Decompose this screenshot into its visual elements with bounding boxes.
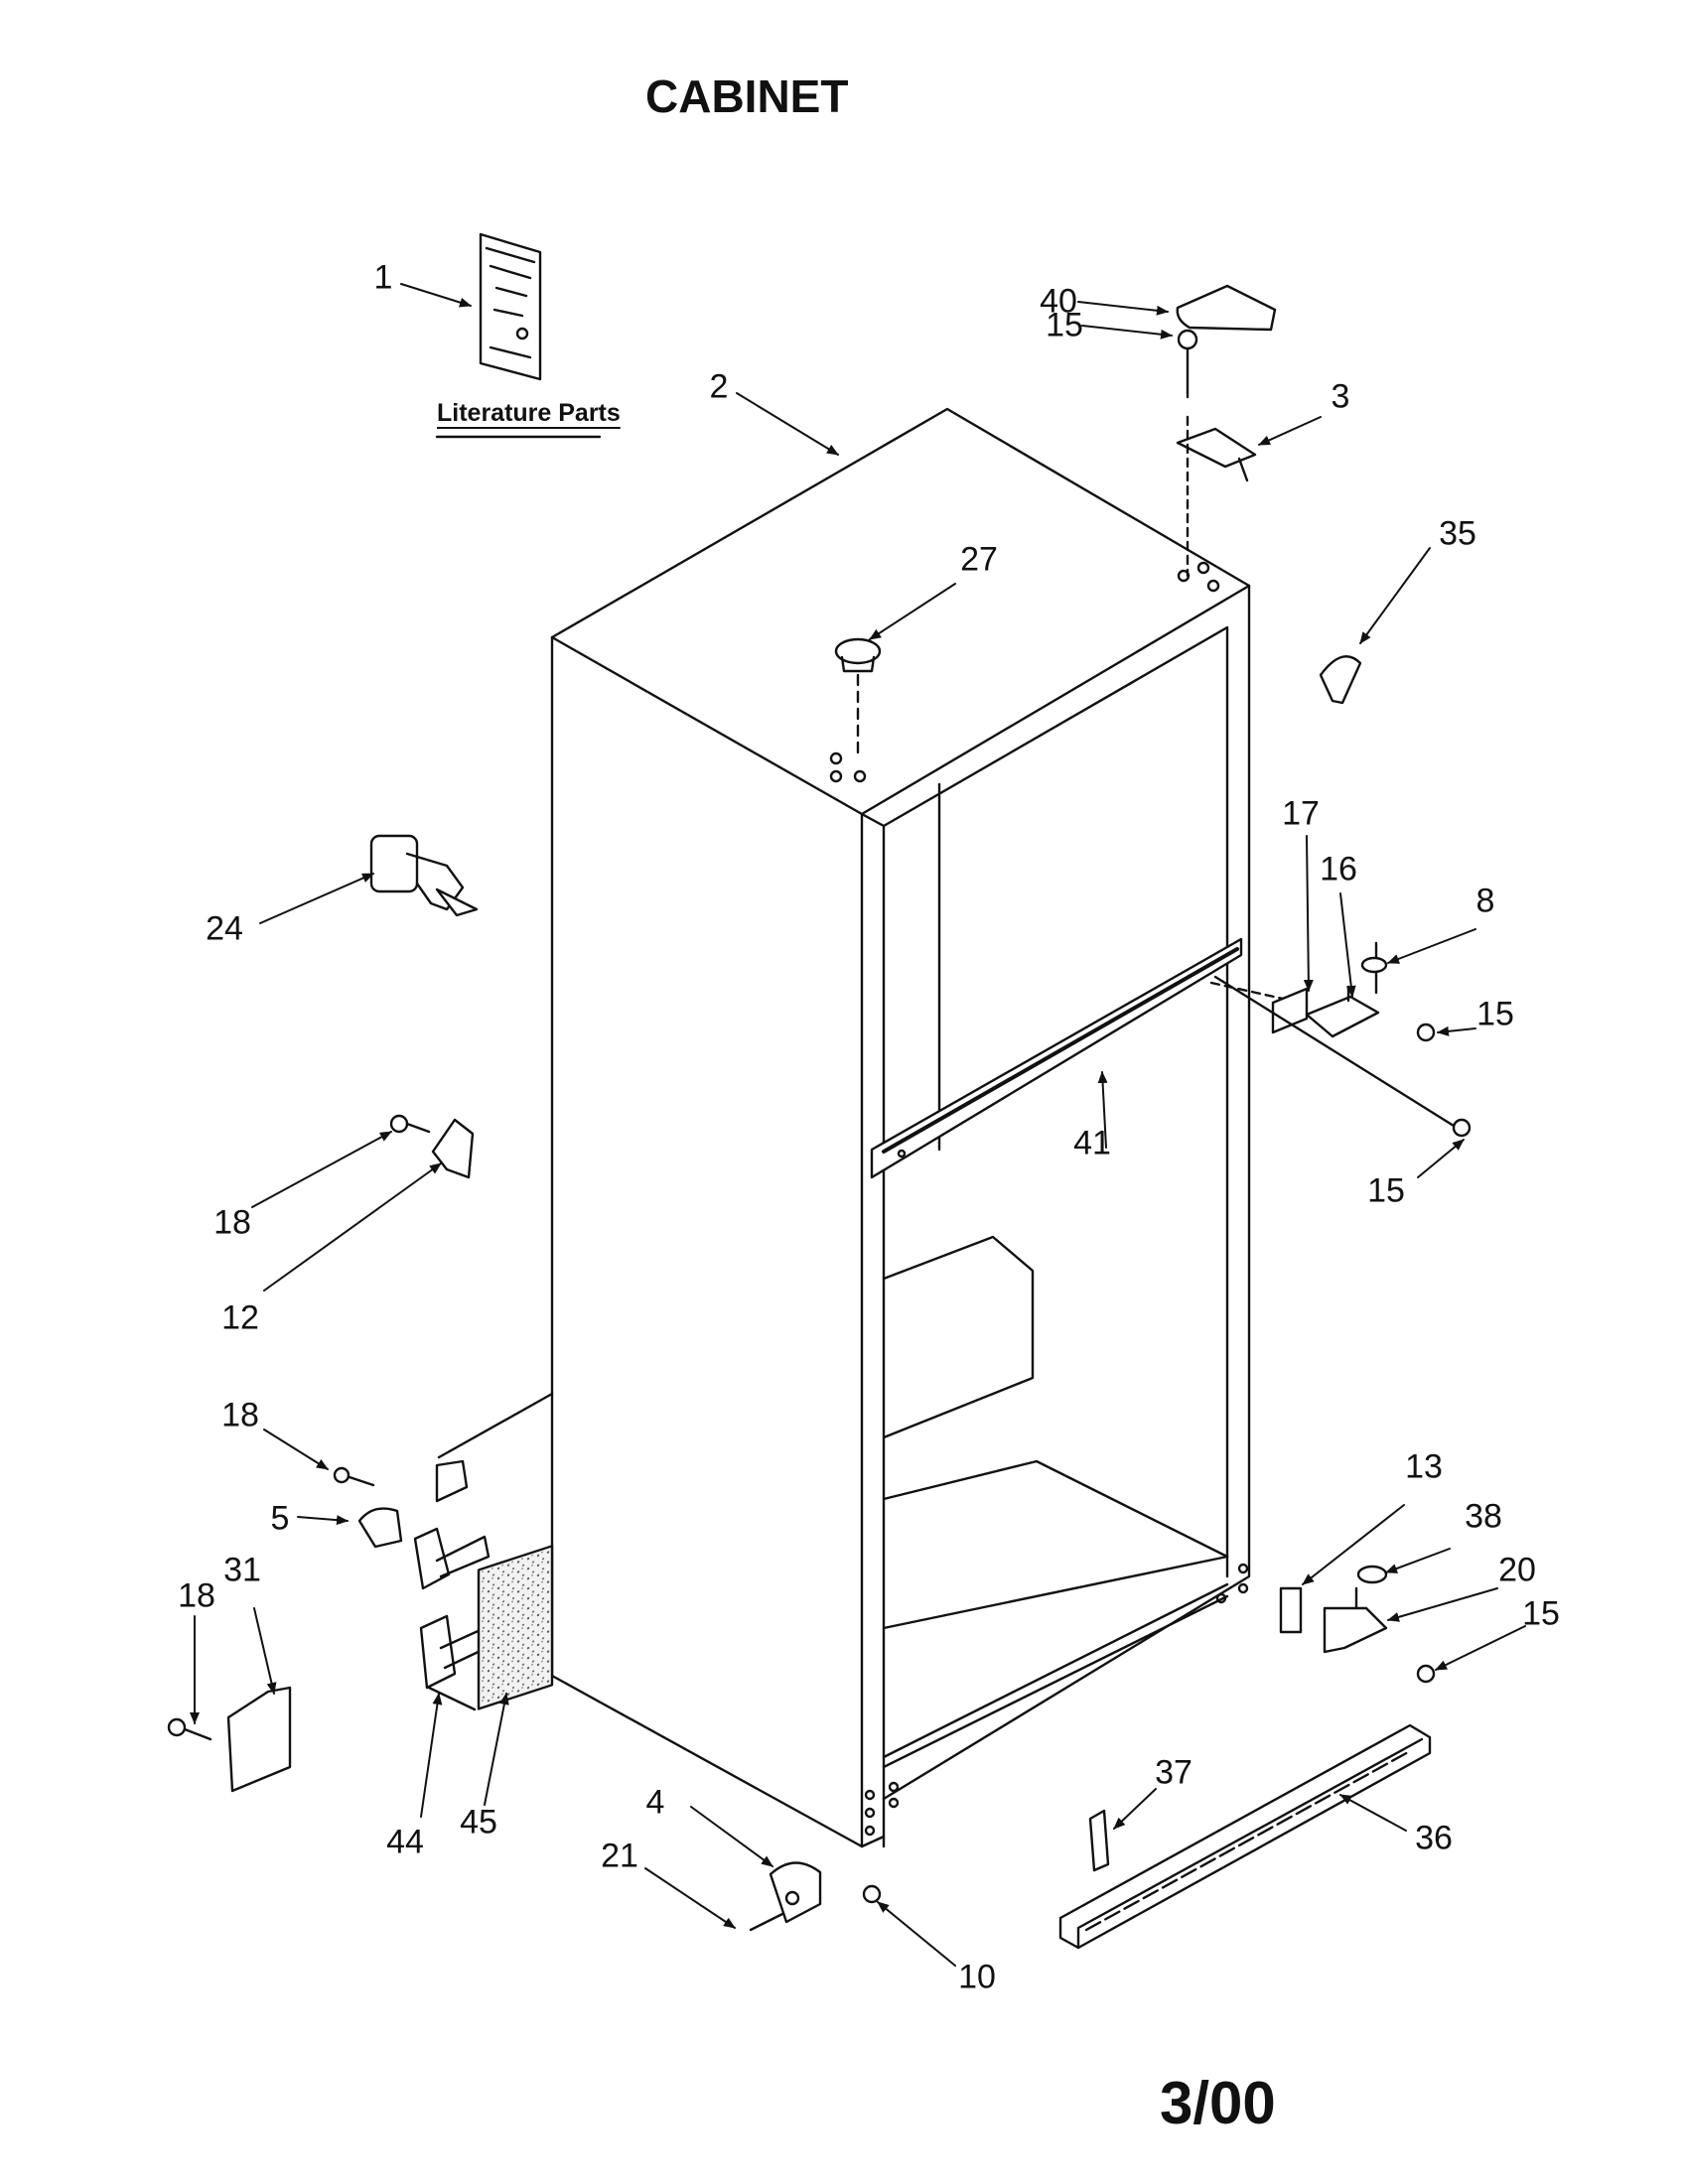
callout-20: 20 xyxy=(1498,1551,1536,1589)
callout-37: 37 xyxy=(1155,1753,1193,1792)
callout-24: 24 xyxy=(206,909,243,948)
callout-17: 17 xyxy=(1282,794,1320,833)
page-title: CABINET xyxy=(645,70,849,122)
callout-41: 41 xyxy=(1073,1124,1111,1162)
callout-15: 15 xyxy=(1046,306,1083,344)
clip-part xyxy=(1319,655,1362,705)
callout-10: 10 xyxy=(958,1958,996,1996)
upper-left-hinge xyxy=(389,1114,475,1179)
callout-45: 45 xyxy=(460,1803,497,1842)
divider-rail xyxy=(870,937,1243,1179)
callout-18b: 18 xyxy=(221,1396,259,1434)
callout-5: 5 xyxy=(270,1499,290,1538)
callout-15b: 15 xyxy=(1476,995,1514,1033)
lower-left-hinge xyxy=(333,1392,554,1711)
callout-4: 4 xyxy=(645,1783,665,1822)
callout-38: 38 xyxy=(1465,1497,1502,1536)
callout-16: 16 xyxy=(1320,850,1357,888)
callout-36: 36 xyxy=(1415,1819,1453,1857)
insulation-pad xyxy=(477,1545,554,1710)
callout-21: 21 xyxy=(601,1837,638,1875)
callout-3: 3 xyxy=(1331,377,1350,416)
grille-clip xyxy=(1088,1809,1110,1872)
leader-arrows xyxy=(190,283,1526,1967)
callout-44: 44 xyxy=(386,1823,424,1861)
literature-label: Literature Parts xyxy=(437,399,621,427)
literature-book xyxy=(479,232,542,381)
callout-15c: 15 xyxy=(1367,1171,1405,1210)
center-hinge xyxy=(1209,941,1472,1138)
callout-1: 1 xyxy=(373,258,393,297)
callout-27: 27 xyxy=(960,540,998,579)
roller-assembly xyxy=(749,1861,882,1932)
base-grille xyxy=(1058,1723,1432,1950)
callout-18c: 18 xyxy=(178,1576,215,1615)
callout-35: 35 xyxy=(1439,514,1476,553)
callout-2: 2 xyxy=(709,367,729,406)
handle-part xyxy=(369,834,479,917)
cabinet-plug xyxy=(834,637,882,760)
cabinet-body xyxy=(550,407,1251,1848)
hinge-cover xyxy=(1176,284,1277,332)
callout-40: 40 xyxy=(1040,282,1077,321)
date-code: 3/00 xyxy=(1160,2070,1276,2136)
callout-13: 13 xyxy=(1405,1447,1443,1486)
callout-31: 31 xyxy=(223,1551,261,1589)
callout-12: 12 xyxy=(221,1298,259,1337)
callout-8: 8 xyxy=(1475,882,1495,920)
lower-right-hinge xyxy=(1279,1565,1436,1684)
top-hinge xyxy=(1176,329,1257,578)
callout-15d: 15 xyxy=(1522,1594,1560,1633)
hinge-cover-lower-left xyxy=(167,1686,292,1793)
callout-18: 18 xyxy=(213,1203,251,1242)
